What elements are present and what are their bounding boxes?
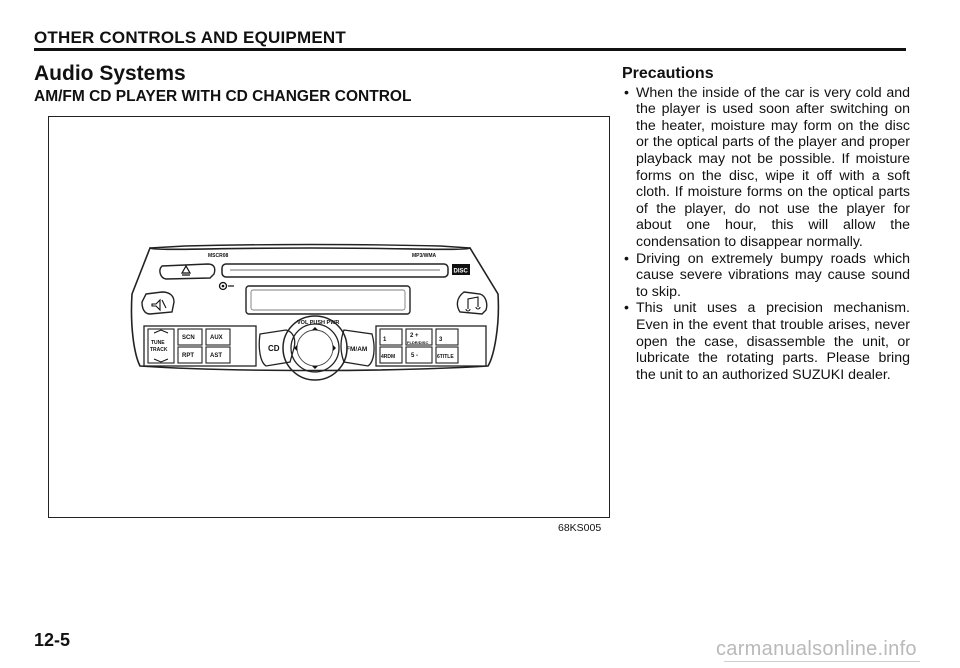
cd-slot: [221, 263, 449, 278]
mute-icon: [151, 298, 167, 312]
vol-label: VOL PUSH PWR: [297, 320, 339, 326]
faceplate-top: [149, 243, 471, 249]
bullet-icon: •: [624, 84, 629, 101]
radio-outline: [130, 246, 500, 372]
watermark: carmanualsonline.info: [716, 638, 917, 660]
mscrob-label: MSCR08: [208, 253, 229, 259]
precautions-list: •When the inside of the car is very cold…: [622, 85, 910, 384]
preset-3-label: 3: [439, 337, 443, 343]
music-note-icon: [465, 296, 481, 312]
preset-panel: [375, 325, 487, 367]
ast-button[interactable]: [205, 346, 231, 364]
precautions-title: Precautions: [622, 65, 714, 82]
mute-button[interactable]: [141, 291, 175, 315]
fmam-label: FM/AM: [346, 346, 367, 353]
header-rule: [34, 48, 906, 51]
fmam-button[interactable]: [340, 329, 375, 367]
cd-label: CD: [268, 344, 280, 353]
preset-2-button[interactable]: [405, 328, 433, 346]
disc-label: DISC: [454, 269, 469, 275]
preset-4-button[interactable]: [379, 346, 403, 364]
list-item: •When the inside of the car is very cold…: [624, 84, 910, 250]
left-button-panel: [143, 325, 257, 367]
scn-button[interactable]: [177, 328, 203, 346]
mp3-label: MP3/WMA: [412, 253, 437, 259]
bullet-icon: •: [624, 300, 629, 317]
tune-track-button[interactable]: [147, 328, 175, 364]
disc-indicator: [452, 264, 470, 275]
preset-6-label: 6TITLE: [437, 354, 454, 360]
music-button[interactable]: [456, 291, 488, 315]
precautions-section: Precautions •When the inside of the car …: [622, 65, 910, 384]
list-item: •This unit uses a precision mechanism. E…: [624, 300, 910, 383]
list-item: •Driving on extremely bumpy roads which …: [624, 250, 910, 300]
rpt-label: RPT: [182, 353, 194, 359]
section-title: Audio Systems: [34, 62, 186, 85]
rpt-button[interactable]: [177, 346, 203, 364]
radio-unit-illustration: MSCR08 MP3/WMA DISC VOL PUSH PWR TUNE TR…: [130, 243, 500, 381]
power-led-icon: [218, 281, 228, 291]
bullet-icon: •: [624, 250, 629, 267]
display-screen: [245, 285, 411, 315]
track-label: TRACK: [150, 347, 168, 353]
watermark-underline: [724, 661, 920, 662]
preset-5-label: 5 -: [411, 353, 418, 359]
aux-label: AUX: [210, 335, 223, 341]
figure-code: 68KS005: [558, 522, 602, 534]
preset-5-button[interactable]: [405, 346, 433, 364]
volume-knob[interactable]: [282, 315, 348, 381]
scn-label: SCN: [182, 335, 195, 341]
ast-label: AST: [210, 353, 222, 359]
page-number: 12-5: [34, 630, 71, 650]
subsection-title: AM/FM CD PLAYER WITH CD CHANGER CONTROL: [34, 88, 412, 105]
folder-label: FLDR/DISC: [407, 340, 428, 345]
preset-3-button[interactable]: [435, 328, 459, 346]
preset-1-label: 1: [383, 337, 387, 343]
preset-1-button[interactable]: [379, 328, 403, 346]
eject-icon: [180, 264, 192, 276]
preset-2-label: 2 +: [410, 333, 419, 339]
aux-button[interactable]: [205, 328, 231, 346]
eject-button[interactable]: [159, 263, 216, 280]
tune-label: TUNE: [151, 340, 165, 346]
page-header: OTHER CONTROLS AND EQUIPMENT: [34, 28, 346, 47]
preset-4-label: 4RDM: [381, 354, 395, 360]
preset-6-button[interactable]: [435, 346, 459, 364]
figure-frame: [48, 116, 610, 518]
